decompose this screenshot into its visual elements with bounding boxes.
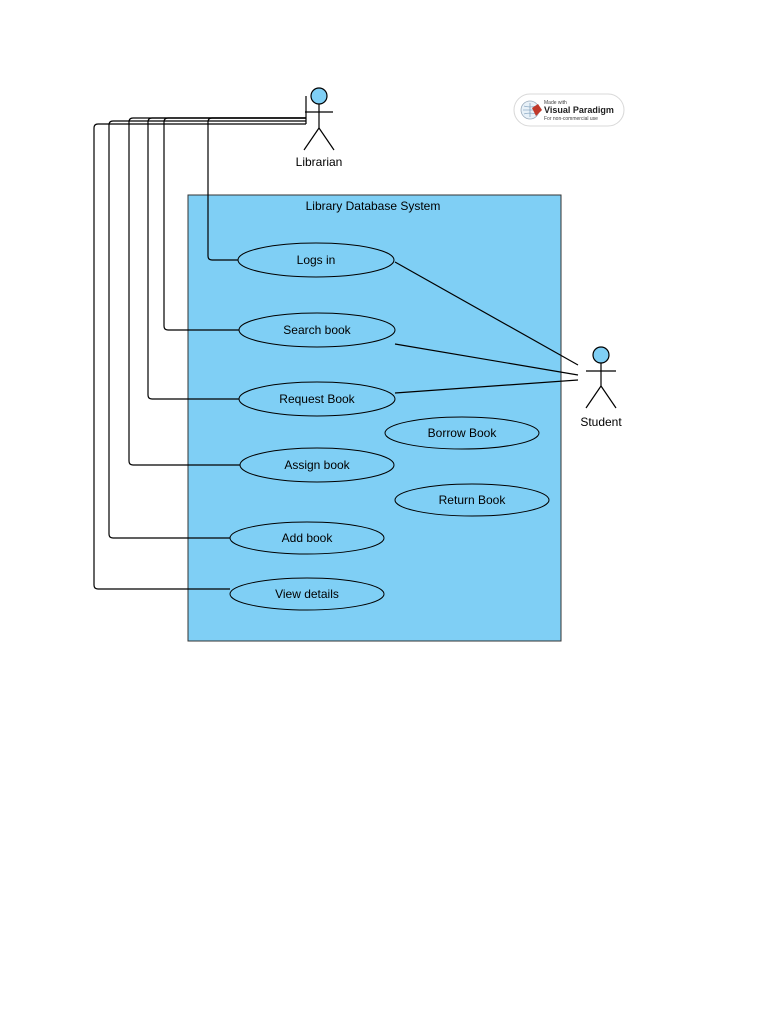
association-student-request-book (394, 379, 579, 394)
use-case-label: Request Book (279, 392, 355, 406)
librarian-associations (93, 96, 307, 590)
use-case-label: View details (275, 587, 339, 601)
use-case-label: Borrow Book (428, 426, 498, 440)
use-case-label: Logs in (297, 253, 336, 267)
use-case-label: Add book (282, 531, 334, 545)
association-student-search-book (394, 343, 579, 376)
use-case-label: Assign book (284, 458, 350, 472)
svg-text:Made with: Made with (544, 100, 567, 106)
use-case-assign-book[interactable]: Assign book (239, 447, 395, 483)
use-case-borrow-book[interactable]: Borrow Book (384, 416, 540, 450)
system-title: Library Database System (306, 199, 441, 213)
use-case-label: Search book (283, 323, 351, 337)
actor-student-label: Student (580, 415, 622, 429)
association-student-logs-in (394, 261, 579, 366)
association-librarian-assign-book (128, 117, 306, 466)
svg-text:For non-commercial use: For non-commercial use (544, 116, 598, 122)
use-case-label: Return Book (439, 493, 507, 507)
actor-head (310, 87, 328, 105)
visual-paradigm-badge: Made with Visual Paradigm For non-commer… (513, 93, 625, 127)
actor-head (592, 346, 610, 364)
brand-mark-icon (532, 104, 542, 116)
association-librarian-add-book (108, 120, 306, 539)
student-associations (394, 261, 579, 394)
svg-text:Visual Paradigm: Visual Paradigm (544, 105, 614, 115)
use-case-return-book[interactable]: Return Book (394, 483, 550, 517)
use-case-search-book[interactable]: Search book (238, 312, 396, 348)
use-case-logs-in[interactable]: Logs in (237, 242, 395, 278)
use-case-add-book[interactable]: Add book (229, 521, 385, 555)
actor-librarian-label: Librarian (296, 155, 343, 169)
use-case-view-details[interactable]: View details (229, 577, 385, 611)
actor-librarian[interactable] (303, 87, 335, 151)
actor-student[interactable] (585, 346, 617, 409)
association-librarian-view-details (93, 123, 306, 590)
use-case-request-book[interactable]: Request Book (238, 381, 396, 417)
